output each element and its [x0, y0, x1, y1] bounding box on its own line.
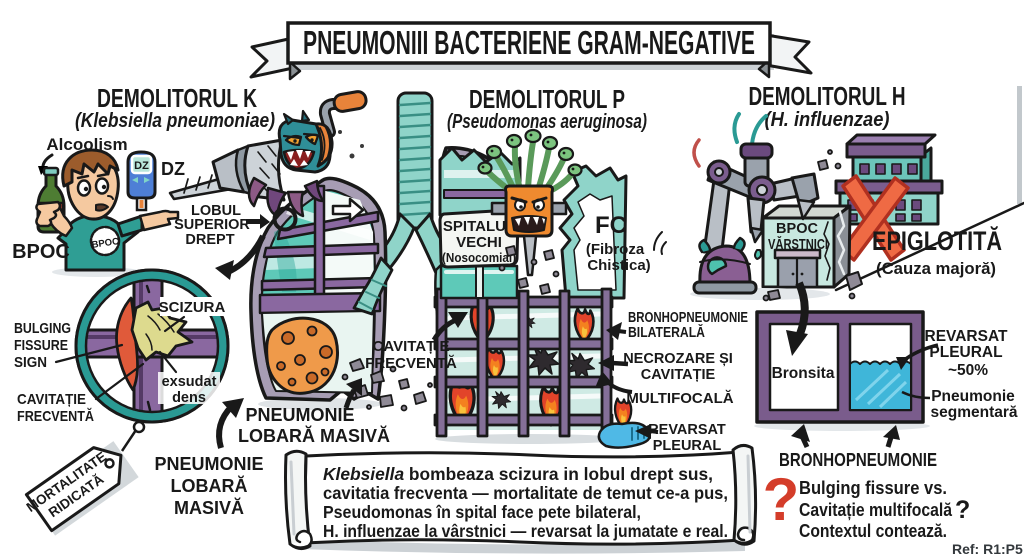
svg-text:PNEUMONIE: PNEUMONIE [245, 405, 354, 425]
svg-text:DEMOLITORUL K: DEMOLITORUL K [97, 83, 257, 113]
svg-text:Pseudomonas în spital face pet: Pseudomonas în spital face pete bilatera… [323, 502, 641, 522]
svg-text:DEMOLITORUL H: DEMOLITORUL H [749, 81, 906, 111]
svg-text:DREPT: DREPT [185, 232, 234, 248]
svg-text:FRECVENTĂ: FRECVENTĂ [365, 355, 457, 372]
svg-text:(H. influenzae): (H. influenzae) [765, 109, 890, 131]
svg-text:Bulging fissure vs.: Bulging fissure vs. [799, 478, 947, 498]
svg-text:LOBARĂ: LOBARĂ [171, 475, 248, 496]
svg-text:DZ: DZ [134, 160, 149, 172]
svg-text:segmentară: segmentară [930, 404, 1017, 421]
svg-text:BPOC: BPOC [91, 236, 120, 251]
svg-text:Cavitație multifocală: Cavitație multifocală [799, 500, 953, 520]
svg-text:CAVITAȚIE: CAVITAȚIE [373, 338, 450, 355]
svg-text:cavitatia frecventa — mortalit: cavitatia frecventa — mortalitate de tem… [323, 483, 728, 503]
svg-text:(Cauza majoră): (Cauza majoră) [876, 259, 996, 278]
svg-text:Pneumonie: Pneumonie [931, 388, 1015, 405]
svg-text:SCIZURA: SCIZURA [159, 299, 226, 316]
svg-text:FRECVENTĂ: FRECVENTĂ [17, 408, 94, 425]
svg-text:Bronsita: Bronsita [772, 365, 835, 382]
svg-text:dens: dens [172, 390, 206, 406]
svg-text:?: ? [955, 496, 970, 524]
svg-text:(Klebsiella pneumoniae): (Klebsiella pneumoniae) [75, 110, 275, 132]
svg-text:SIGN: SIGN [14, 355, 47, 371]
svg-text:REVARSAT: REVARSAT [925, 328, 1008, 345]
svg-text:H. influenzae la vârstnici — r: H. influenzae la vârstnici — revarsat la… [323, 521, 728, 541]
svg-text:MULTIFOCALĂ: MULTIFOCALĂ [626, 390, 733, 407]
svg-text:REVARSAT: REVARSAT [648, 422, 726, 438]
svg-text:SUPERIOR: SUPERIOR [174, 217, 250, 233]
svg-text:Contextul contează.: Contextul contează. [799, 521, 947, 541]
svg-text:EPIGLOTITĂ: EPIGLOTITĂ [872, 225, 1002, 256]
svg-text:Ref: R1:P5: Ref: R1:P5 [952, 541, 1023, 557]
svg-text:DEMOLITORUL P: DEMOLITORUL P [469, 84, 625, 114]
svg-text:DZ: DZ [161, 159, 185, 179]
svg-text:BULGING: BULGING [14, 321, 71, 337]
svg-text:PNEUMONIE: PNEUMONIE [154, 454, 263, 474]
svg-text:CAVITAȚIE: CAVITAȚIE [641, 367, 716, 383]
svg-text:BRONHOPNEUMONIE: BRONHOPNEUMONIE [779, 449, 937, 470]
svg-text:PLEURAL: PLEURAL [929, 344, 1002, 361]
svg-text:Chistica): Chistica) [587, 257, 650, 274]
svg-text:~50%: ~50% [948, 362, 988, 379]
svg-text:CAVITAȚIE: CAVITAȚIE [17, 391, 86, 408]
svg-text:PLEURAL: PLEURAL [653, 438, 722, 454]
svg-text:Alcoolism: Alcoolism [46, 135, 127, 154]
svg-text:VECHI: VECHI [456, 234, 502, 251]
svg-text:?: ? [763, 466, 800, 533]
svg-text:SPITALUL: SPITALUL [443, 218, 515, 235]
svg-text:PNEUMONIII BACTERIENE GRAM-NEG: PNEUMONIII BACTERIENE GRAM-NEGATIVE [303, 24, 755, 61]
svg-text:(Pseudomonas aeruginosa): (Pseudomonas aeruginosa) [447, 111, 647, 133]
svg-text:exsudat: exsudat [162, 374, 217, 390]
svg-text:FC: FC [595, 212, 627, 239]
svg-text:LOBARĂ MASIVĂ: LOBARĂ MASIVĂ [238, 425, 390, 446]
svg-text:Klebsiella bombeaza scizura in: Klebsiella bombeaza scizura in lobul dre… [323, 464, 713, 484]
svg-text:(Nosocomial): (Nosocomial) [442, 250, 516, 265]
svg-text:BPOC: BPOC [12, 241, 70, 263]
svg-text:BILATERALĂ: BILATERALĂ [628, 324, 705, 341]
svg-text:MASIVĂ: MASIVĂ [174, 497, 244, 518]
svg-text:BPOC: BPOC [776, 221, 818, 237]
svg-text:(Fibroza: (Fibroza [586, 241, 645, 258]
svg-text:NECROZARE ȘI: NECROZARE ȘI [623, 351, 733, 367]
svg-text:FISSURE: FISSURE [14, 338, 68, 354]
svg-text:LOBUL: LOBUL [191, 203, 241, 219]
svg-text:BRONHOPNEUMONIE: BRONHOPNEUMONIE [628, 310, 748, 326]
